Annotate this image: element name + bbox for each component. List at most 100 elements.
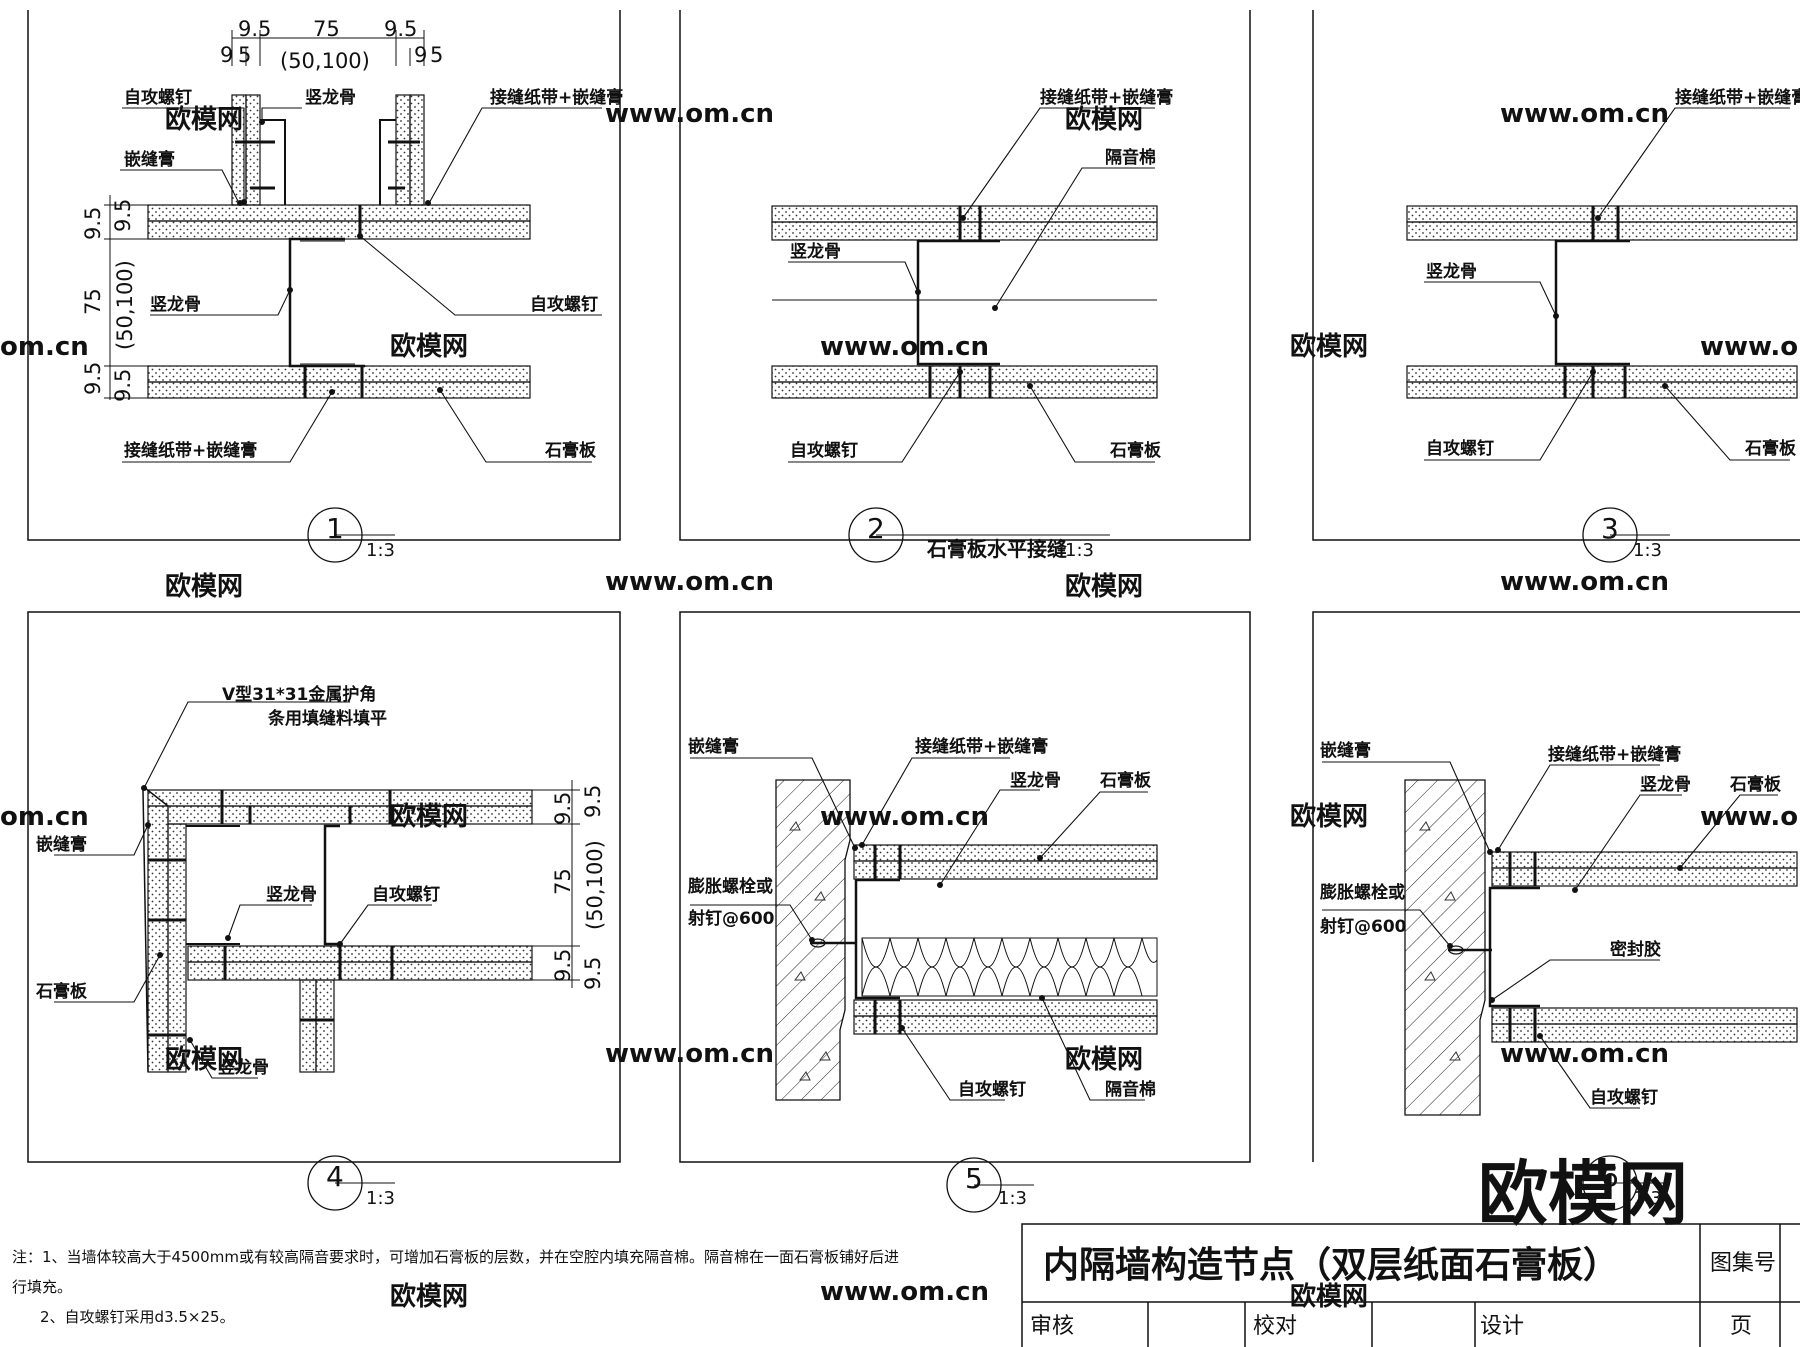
d1-dim-left-75: 75 [81,288,105,315]
d1-dim-top-a: 9.5 [238,17,271,41]
note-line-1: 注：1、当墙体较高大于4500mm或有较高隔音要求时，可增加石膏板的层数，并在空… [12,1248,899,1266]
d4-number: 4 [326,1160,344,1193]
wm-url-10: www.om.cn [1500,1039,1669,1069]
wm-brand-1: 欧模网 [165,104,243,135]
d2-label-tape: 接缝纸带+嵌缝膏 [1040,87,1173,108]
d4-label-stud: 竖龙骨 [266,884,317,905]
d2-number: 2 [867,512,885,545]
wm-brand-large: 欧模网 [1478,1153,1688,1235]
review-label: 审核 [1030,1314,1074,1339]
d6-label-bolt-2: 射钉@600 [1319,916,1407,937]
wm-url-4: www.om.cn [1700,332,1800,362]
d5-label-bolt-1: 膨胀螺栓或 [688,876,773,897]
wm-brand-11: 欧模网 [390,1281,468,1312]
detail-6: 嵌缝膏 接缝纸带+嵌缝膏 竖龙骨 石膏板 膨胀螺栓或 射钉@600 密封胶 自攻… [1319,740,1798,1211]
d5-scale: 1:3 [998,1188,1027,1209]
d2-label-board: 石膏板 [1109,440,1162,461]
note-line-2: 行填充。 [12,1278,72,1296]
detail-2: 接缝纸带+嵌缝膏 隔音棉 竖龙骨 自攻螺钉 石膏板 2 石膏板水平接缝 1:3 [771,87,1173,563]
d1-dim-top-9a: 9 [220,43,233,67]
d2-label-stud: 竖龙骨 [790,241,841,262]
d1-dim-top-9b: 9 [414,43,427,67]
wm-url-1: www.om.cn [605,99,774,129]
d5-label-stud: 竖龙骨 [1010,770,1061,791]
d4-label-stud-bottom: 竖龙骨 [218,1057,269,1078]
d1-number: 1 [326,512,344,545]
d1-dim-left-b: 9.5 [81,362,105,395]
d4-dim-a: 9.5 [551,792,575,825]
d1-label-tape-top: 接缝纸带+嵌缝膏 [490,87,623,108]
d4-label-compound: 嵌缝膏 [36,834,87,855]
d5-label-compound: 嵌缝膏 [688,736,739,757]
notes: 注：1、当墙体较高大于4500mm或有较高隔音要求时，可增加石膏板的层数，并在空… [12,1248,899,1326]
d1-label-tape-bottom: 接缝纸带+嵌缝膏 [124,440,257,461]
detail-5: 嵌缝膏 接缝纸带+嵌缝膏 竖龙骨 石膏板 膨胀螺栓或 射钉@600 自攻螺钉 隔… [687,736,1158,1213]
wm-brand-4: 欧模网 [1290,331,1368,362]
d6-label-bolt-1: 膨胀螺栓或 [1320,882,1405,903]
design-label: 设计 [1480,1314,1524,1339]
d6-label-tape: 接缝纸带+嵌缝膏 [1548,744,1681,765]
d3-scale: 1:3 [1633,540,1662,561]
d2-caption: 石膏板水平接缝 [926,537,1067,561]
d1-dim-top-75: 75 [313,17,340,41]
page-label: 页 [1730,1314,1752,1339]
wm-url-9: www.om.cn [605,1039,774,1069]
drawing-title: 内隔墙构造节点（双层纸面石膏板） [1043,1245,1619,1286]
d6-scale: 1:3 [1633,1188,1662,1209]
wm-url-6: www.om.cn [1500,567,1669,597]
wm-brand-2: 欧模网 [1065,104,1143,135]
wm-brand-10: 欧模网 [1065,1044,1143,1075]
wm-url-5: www.om.cn [605,567,774,597]
d3-number: 3 [1601,512,1619,545]
wm-url-11: www.om.cn [820,1277,989,1307]
d1-dim-top-5a: 5 [238,43,251,67]
d4-scale: 1:3 [366,1188,395,1209]
d6-label-sealant: 密封胶 [1610,939,1661,960]
d6-label-screw: 自攻螺钉 [1590,1087,1658,1108]
d6-number: 6 [1601,1160,1619,1193]
d1-dim-left-b2: 9.5 [111,369,135,402]
d4-label-corner-2: 条用填缝料填平 [267,708,387,729]
d2-label-insulation: 隔音棉 [1105,147,1156,168]
d1-label-stud: 竖龙骨 [150,294,201,315]
d6-label-stud: 竖龙骨 [1640,774,1691,795]
d4-label-screw: 自攻螺钉 [372,884,440,905]
wm-brand-9: 欧模网 [165,1044,243,1075]
d3-label-screw: 自攻螺钉 [1426,438,1494,459]
d1-scale: 1:3 [366,540,395,561]
panel-frames [27,10,1800,1163]
d4-dim-a2: 9.5 [581,785,605,818]
wm-brand-8: 欧模网 [1290,801,1368,832]
d5-label-bolt-2: 射钉@600 [687,908,775,929]
d1-label-screw-top: 自攻螺钉 [124,87,192,108]
d1-dim-top-alt: (50,100) [280,49,370,73]
wm-edge-2: om.cn [0,802,89,832]
detail-1: 自攻螺钉 竖龙骨 嵌缝膏 接缝纸带+嵌缝膏 竖龙骨 自攻螺钉 接缝纸带+嵌缝膏 … [81,17,623,563]
wm-brand-12: 欧模网 [1290,1281,1368,1312]
d5-label-insulation: 隔音棉 [1105,1079,1156,1100]
d3-label-stud: 竖龙骨 [1426,261,1477,282]
check-label: 校对 [1253,1314,1297,1339]
d4-label-corner-1: V型31*31金属护角 [222,684,376,705]
d6-label-board: 石膏板 [1729,774,1782,795]
d3-label-tape: 接缝纸带+嵌缝膏 [1675,87,1800,108]
d5-number: 5 [965,1162,983,1195]
d1-label-compound: 嵌缝膏 [124,149,175,170]
wm-brand-5: 欧模网 [165,571,243,602]
d4-dim-b2: 9.5 [581,957,605,990]
d1-dim-left-a2: 9.5 [111,199,135,232]
d4-label-board: 石膏板 [35,981,88,1002]
atlas-no-label: 图集号 [1710,1251,1776,1276]
d4-dim-75: 75 [551,868,575,895]
d1-dim-top-5b: 5 [430,43,443,67]
wm-brand-3: 欧模网 [390,331,468,362]
d3-label-board: 石膏板 [1744,438,1797,459]
detail-3: 接缝纸带+嵌缝膏 竖龙骨 自攻螺钉 石膏板 3 1:3 [1406,87,1800,563]
wm-url-8: www.om.cn [1700,802,1800,832]
d1-label-screw: 自攻螺钉 [530,294,598,315]
d5-label-board: 石膏板 [1099,770,1152,791]
d5-label-screw: 自攻螺钉 [958,1079,1026,1100]
d1-label-stud-top: 竖龙骨 [305,87,356,108]
d4-dim-alt: (50,100) [583,840,607,930]
